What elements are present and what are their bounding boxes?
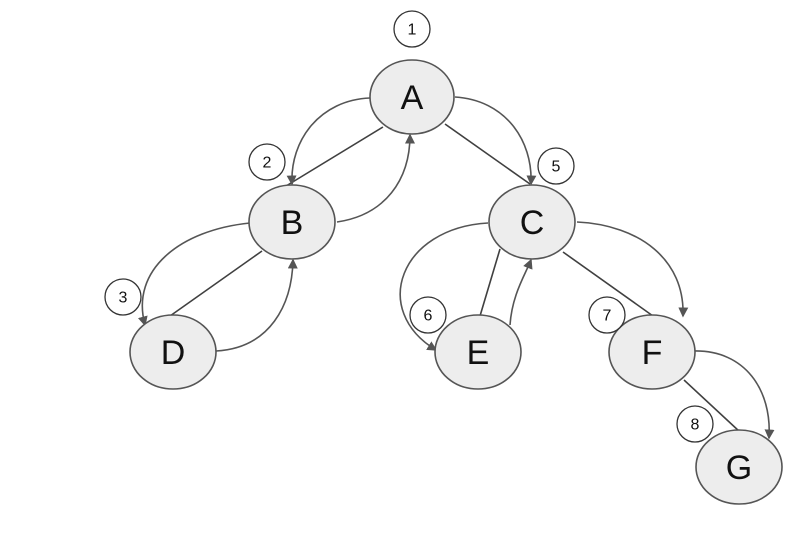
node-a: A [369, 59, 455, 135]
node-g: G [695, 429, 783, 505]
node-e: E [434, 314, 522, 390]
node-e-shape [434, 314, 522, 390]
edge-c-e [479, 248, 501, 317]
arrow-c-to-e [399, 222, 489, 351]
order-badge-a-circle [393, 10, 431, 48]
node-c-label: C [520, 204, 545, 242]
arrow-f-to-g [693, 350, 775, 440]
arrow-a-to-c [454, 96, 537, 186]
node-d: D [129, 314, 217, 390]
node-g-shape [695, 429, 783, 505]
traversal-arrows [137, 96, 775, 440]
order-badge-f-label: 7 [603, 308, 612, 325]
node-c-shape [488, 184, 576, 260]
order-badge-e-circle [409, 296, 447, 334]
arrow-c-to-f [576, 221, 689, 318]
order-badge-c-label: 5 [552, 159, 561, 176]
order-badge-a: 1 [393, 10, 431, 48]
order-badge-d-label: 3 [119, 290, 128, 307]
arrow-a-to-b [286, 97, 371, 186]
node-e-label: E [467, 334, 490, 372]
order-badge-d-circle [104, 278, 142, 316]
node-f-label: F [642, 334, 663, 372]
order-badge-g-label: 8 [691, 417, 700, 434]
node-d-label: D [161, 334, 186, 372]
node-b-label: B [281, 204, 304, 242]
node-g-label: G [726, 449, 752, 487]
node-c: C [488, 184, 576, 260]
order-badge-f-circle [588, 296, 626, 334]
node-b: B [248, 184, 336, 260]
node-b-shape [248, 184, 336, 260]
edge-a-c [444, 123, 531, 185]
order-badge-b-label: 2 [263, 155, 272, 172]
order-badge-e-label: 6 [424, 308, 433, 325]
order-badge-c-circle [537, 147, 575, 185]
arrow-b-to-a [336, 133, 415, 223]
order-badge-b-circle [248, 143, 286, 181]
order-badge-d: 3 [104, 278, 142, 316]
node-f-shape [608, 314, 696, 390]
node-a-label: A [401, 79, 424, 117]
edge-b-d [169, 250, 263, 317]
arrow-e-to-c [509, 258, 533, 326]
node-a-shape [369, 59, 455, 135]
order-badge-c: 5 [537, 147, 575, 185]
node-d-shape [129, 314, 217, 390]
order-badge-g: 8 [676, 405, 714, 443]
order-badge-g-circle [676, 405, 714, 443]
arrow-b-to-d [137, 222, 251, 327]
order-badge-e: 6 [409, 296, 447, 334]
edge-f-g [683, 379, 741, 433]
order-badge-b: 2 [248, 143, 286, 181]
order-badge-a-label: 1 [408, 22, 417, 39]
arrow-d-to-b [215, 258, 298, 352]
node-f: F [608, 314, 696, 390]
order-badge-f: 7 [588, 296, 626, 334]
edge-c-f [562, 251, 654, 317]
